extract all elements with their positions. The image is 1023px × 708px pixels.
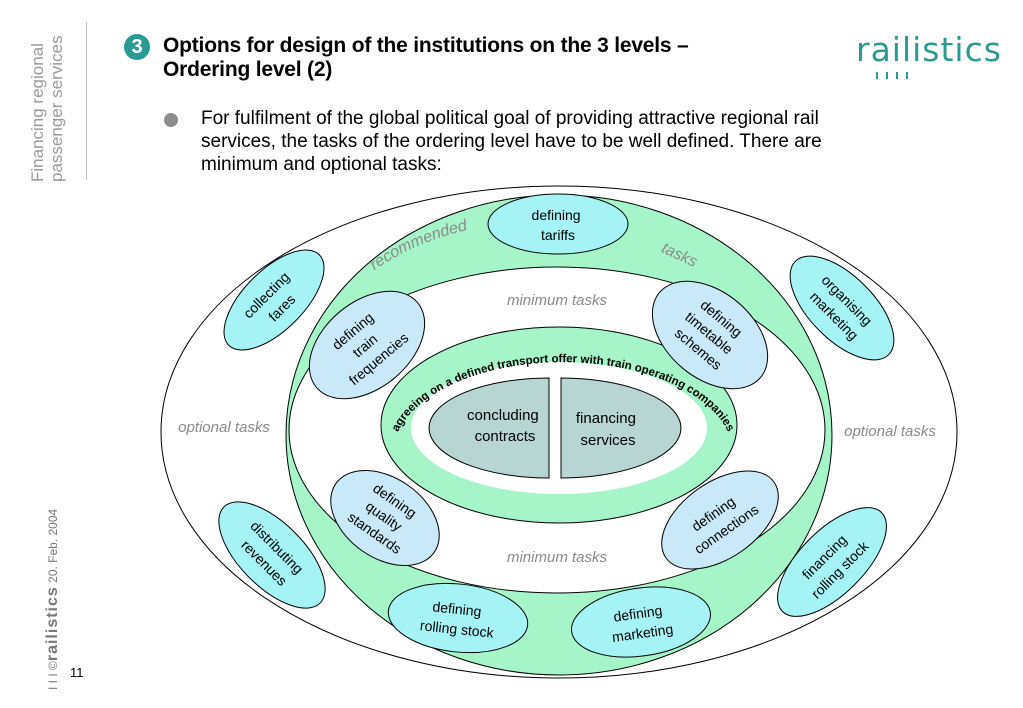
bullet-text: For fulfilment of the global political g… — [201, 108, 822, 175]
svg-text:defining rolling stock: defining rolling stock — [419, 597, 497, 641]
footer-ticks: I I I — [46, 669, 60, 690]
defining-tariffs-oval: defining tariffs — [487, 193, 629, 255]
concluding-contracts-label: concluding contracts — [467, 407, 543, 445]
svg-text:defining tariffs: defining tariffs — [532, 207, 585, 243]
page-title: Options for design of the institutions o… — [163, 34, 803, 82]
minimum-tasks-label-top: minimum tasks — [507, 292, 608, 309]
footer: I I I ©railistics 20. Feb. 2004 — [44, 509, 62, 690]
logo-ticks — [876, 66, 916, 79]
page-number: 11 — [70, 665, 84, 680]
footer-copyright: © — [46, 661, 60, 670]
collecting-fares-oval: collecting fares — [223, 249, 325, 351]
footer-brand: railistics — [44, 586, 61, 662]
sidebar-divider — [86, 22, 87, 180]
page-title-line2: Ordering level (2) — [163, 58, 333, 81]
defining-rolling-stock-oval: defining rolling stock — [387, 582, 529, 654]
minimum-tasks-label-bottom: minimum tasks — [507, 549, 608, 566]
defining-timetable-schemes-oval: defining timetable schemes — [651, 280, 769, 390]
railistics-logo: railistics — [856, 30, 1002, 69]
defining-marketing-oval: defining marketing — [571, 586, 711, 658]
concluding-contracts-half — [428, 377, 550, 479]
footer-date: 20. Feb. 2004 — [46, 508, 60, 583]
bullet-icon — [164, 113, 178, 127]
optional-tasks-label-right: optional tasks — [844, 423, 936, 440]
section-number-badge: 3 — [124, 34, 150, 60]
financing-services-label: financing services — [576, 410, 640, 449]
financing-services-half — [560, 377, 682, 479]
page-title-line1: Options for design of the institutions o… — [163, 34, 689, 57]
defining-connections-oval: defining connections — [661, 470, 779, 570]
defining-quality-standards-oval: defining quality standards — [330, 469, 440, 567]
optional-tasks-label-left: optional tasks — [178, 419, 270, 436]
